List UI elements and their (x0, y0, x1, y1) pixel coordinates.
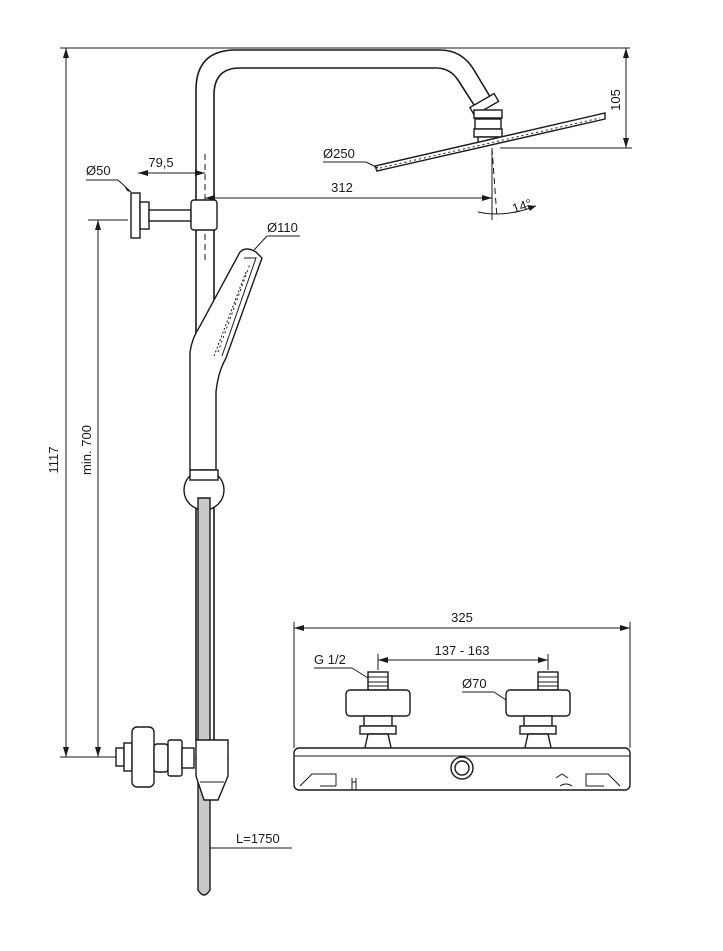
arm-reach-label: 312 (331, 180, 353, 195)
inlet-spacing-label: 137 - 163 (435, 643, 490, 658)
wall-offset-dimension: 79,5 Ø50 (86, 154, 206, 262)
inlet-spacing-dimension: 137 - 163 (377, 643, 549, 670)
thread-label: G 1/2 (314, 652, 346, 667)
head-diameter-label: Ø250 (323, 146, 355, 161)
handshower-diameter-label: Ø110 (267, 220, 298, 235)
hose-length-label: L=1750 (236, 831, 280, 846)
flange-callout: Ø70 (462, 676, 507, 701)
total-height-label: 1117 (46, 447, 61, 474)
right-inlet (505, 671, 571, 753)
shower-hose: L=1750 (197, 497, 292, 896)
min-height-label: min. 700 (79, 425, 94, 475)
head-drop-dimension: 105 (500, 48, 632, 149)
lower-wall-connection (115, 726, 229, 801)
wall-flange-diameter-label: Ø50 (86, 163, 111, 178)
head-drop-label: 105 (608, 89, 623, 111)
mixer-width-dimension: 325 (293, 610, 631, 748)
head-connector (468, 92, 503, 144)
thermostatic-mixer-body (293, 747, 631, 791)
wall-offset-label: 79,5 (148, 155, 173, 170)
overhead-shower-head: Ø250 14° (323, 112, 606, 220)
total-height-dimension: 1117 (46, 47, 630, 758)
hand-shower: Ø110 (189, 220, 300, 471)
flange-diameter-label: Ø70 (462, 676, 487, 691)
thread-callout: G 1/2 (314, 652, 369, 679)
handshower-holder (183, 469, 225, 511)
mixer-width-label: 325 (451, 610, 473, 625)
arm-reach-dimension: 312 (205, 180, 492, 201)
riser-pipe (195, 49, 493, 740)
upper-wall-bracket (130, 192, 218, 239)
head-angle-label: 14° (510, 196, 533, 216)
left-inlet (345, 671, 411, 753)
min-height-dimension: min. 700 (79, 219, 128, 757)
